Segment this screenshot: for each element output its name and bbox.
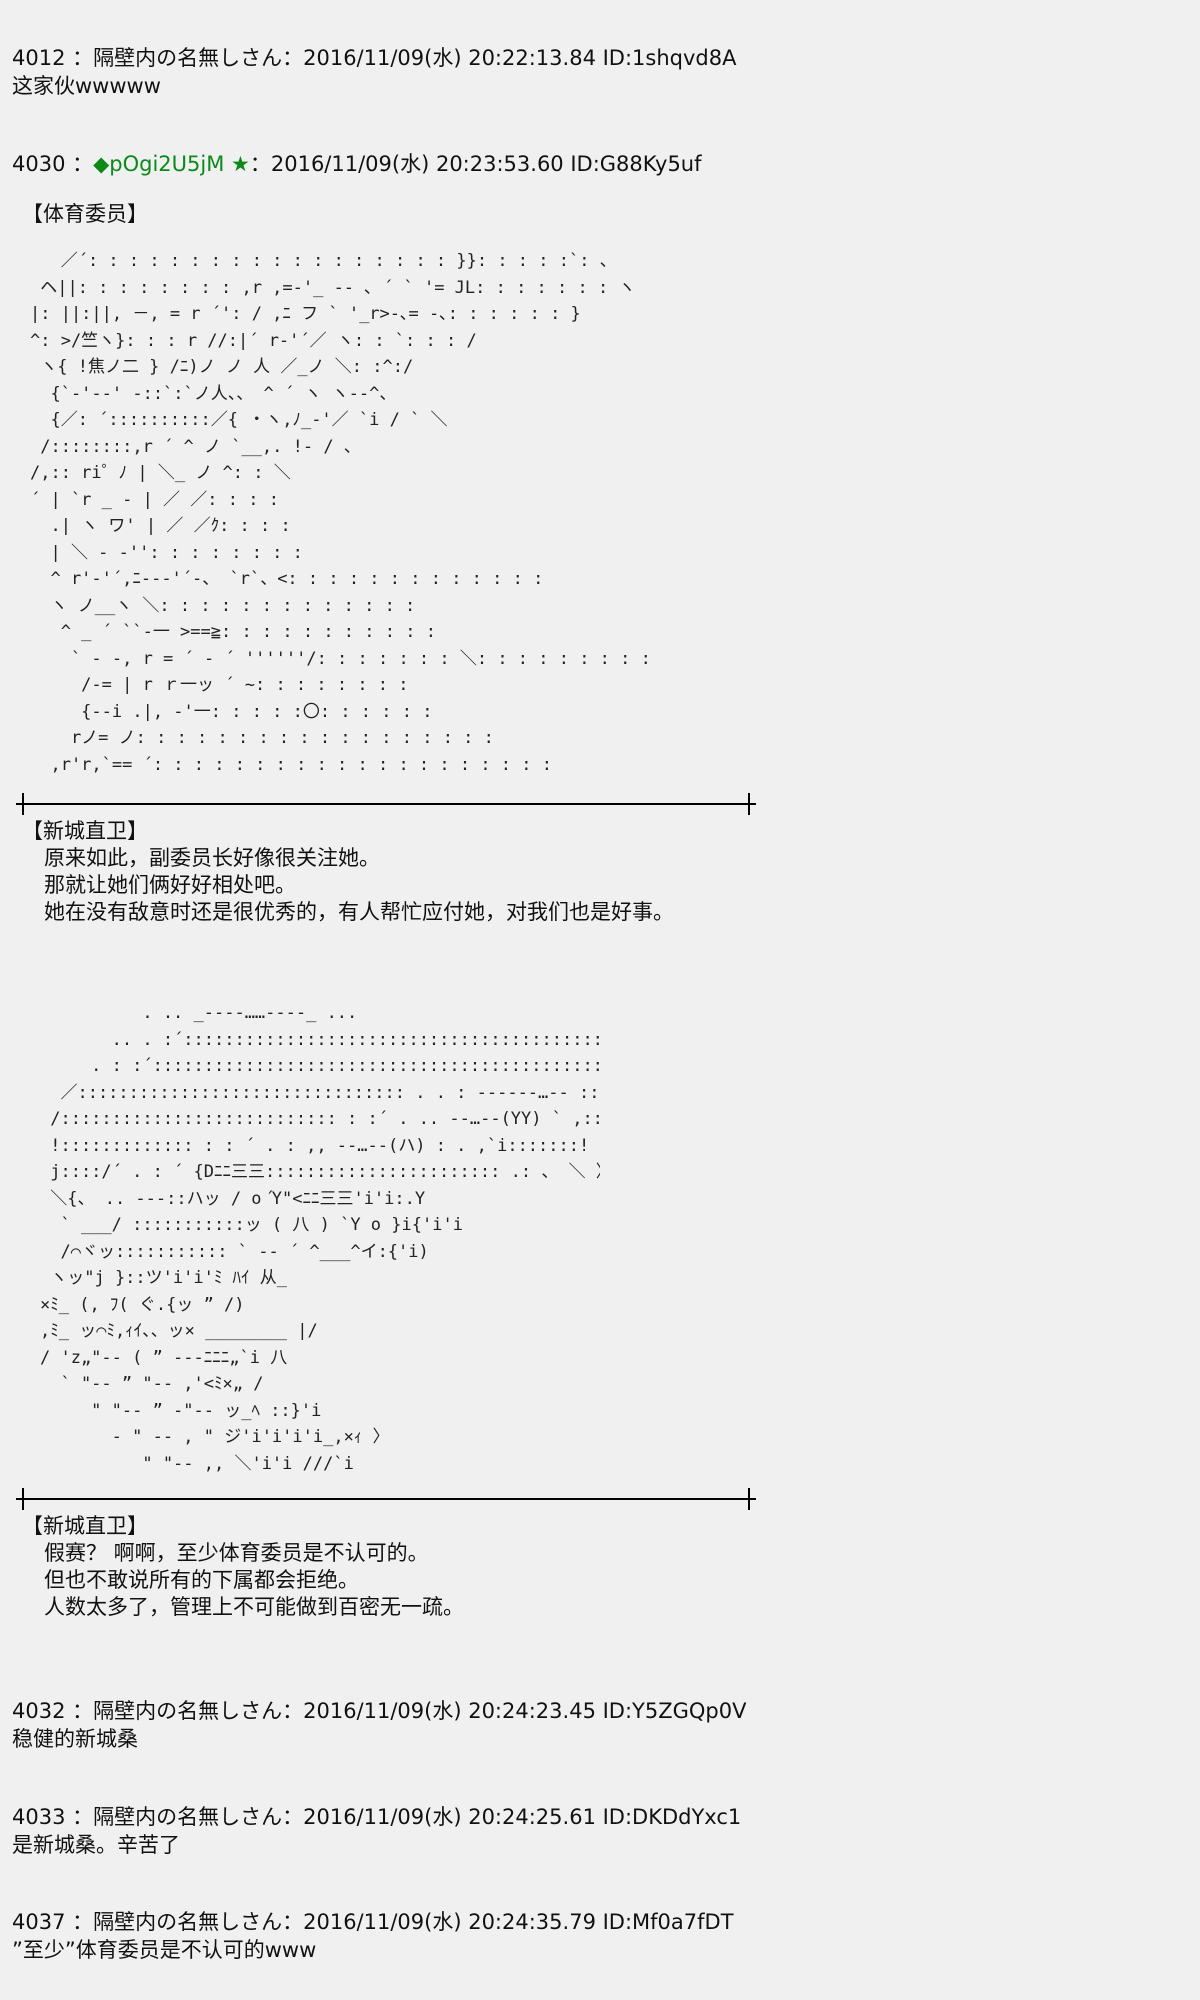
post-4012: 4012 ：隔壁内の名無しさん：2016/11/09(水) 20:22:13.8… bbox=[12, 44, 1182, 100]
post-body: 这家伙wwwww bbox=[12, 74, 161, 98]
post-4032: 4032 ：隔壁内の名無しさん：2016/11/09(水) 20:24:23.4… bbox=[12, 1697, 1182, 1753]
narration-block: 【新城直卫】 假赛？ 啊啊，至少体育委员是不认可的。 但也不敢说所有的下属都会拒… bbox=[22, 1513, 1122, 1621]
post-header: 4033 ：隔壁内の名無しさん：2016/11/09(水) 20:24:25.6… bbox=[12, 1805, 742, 1829]
ascii-art-shinjo: . .. _‐‐‐‐……‐‐‐‐_ ... .. . :´:::::::::::… bbox=[40, 1003, 600, 1474]
speaker-name: 【新城直卫】 bbox=[22, 1514, 148, 1538]
post-header: 4030 ：◆pOgi2U5jM ★：2016/11/09(水) 20:23:5… bbox=[12, 150, 1182, 178]
narration-line: 她在没有敌意时还是很优秀的，有人帮忙应付她，对我们也是好事。 bbox=[44, 900, 674, 924]
ascii-art-gym-committee: ／´: : : : : : : : : : : : : : : : : : }}… bbox=[30, 251, 650, 775]
section-divider bbox=[16, 1488, 756, 1510]
post-4037: 4037 ：隔壁内の名無しさん：2016/11/09(水) 20:24:35.7… bbox=[12, 1908, 1182, 1964]
trip-name[interactable]: ◆pOgi2U5jM ★ bbox=[93, 152, 250, 176]
section-divider bbox=[16, 793, 756, 815]
speaker-name: 【新城直卫】 bbox=[22, 819, 148, 843]
post-header: 4032 ：隔壁内の名無しさん：2016/11/09(水) 20:24:23.4… bbox=[12, 1699, 747, 1723]
narration-line: 原来如此，副委员长好像很关注她。 bbox=[44, 846, 380, 870]
post-4033: 4033 ：隔壁内の名無しさん：2016/11/09(水) 20:24:25.6… bbox=[12, 1803, 1182, 1859]
narration-line: 但也不敢说所有的下属都会拒绝。 bbox=[44, 1568, 359, 1592]
post-number: 4030 ： bbox=[12, 152, 94, 176]
post-body: 稳健的新城桑 bbox=[12, 1727, 138, 1751]
post-body: ”至少”体育委员是不认可的www bbox=[12, 1938, 317, 1962]
post-body: 是新城桑。辛苦了 bbox=[12, 1833, 180, 1857]
post-header: 4037 ：隔壁内の名無しさん：2016/11/09(水) 20:24:35.7… bbox=[12, 1910, 734, 1934]
narration-block: 【新城直卫】 原来如此，副委员长好像很关注她。 那就让她们俩好好相处吧。 她在没… bbox=[22, 818, 1122, 926]
post-title: 【体育委员】 bbox=[22, 202, 148, 226]
narration-line: 那就让她们俩好好相处吧。 bbox=[44, 873, 296, 897]
post-meta: ：2016/11/09(水) 20:23:53.60 ID:G88Ky5uf bbox=[249, 152, 702, 176]
post-4030: 4030 ：◆pOgi2U5jM ★：2016/11/09(水) 20:23:5… bbox=[12, 150, 1182, 228]
narration-line: 人数太多了，管理上不可能做到百密无一疏。 bbox=[44, 1595, 464, 1619]
narration-line: 假赛？ 啊啊，至少体育委员是不认可的。 bbox=[44, 1541, 429, 1565]
post-header: 4012 ：隔壁内の名無しさん：2016/11/09(水) 20:22:13.8… bbox=[12, 46, 737, 70]
